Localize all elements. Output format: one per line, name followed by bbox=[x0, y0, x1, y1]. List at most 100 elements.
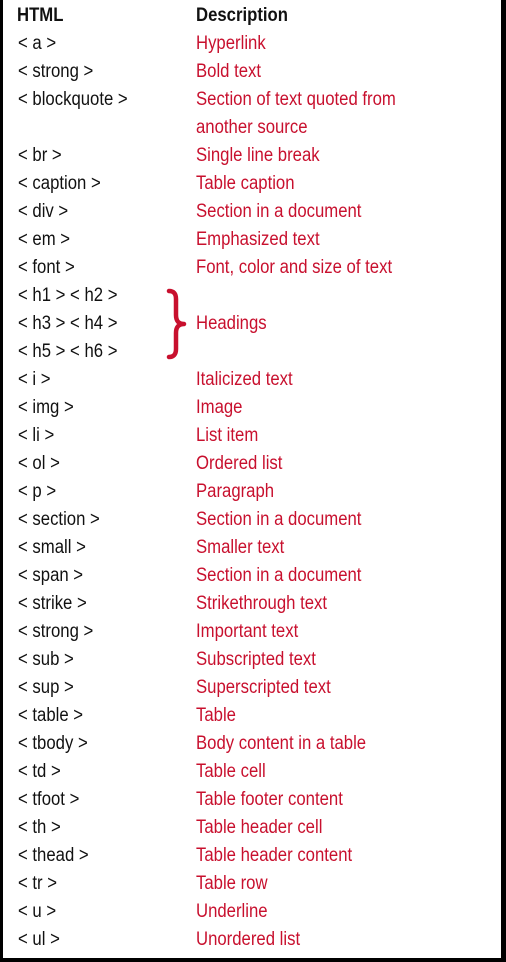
table-row: < strike > Strikethrough text bbox=[3, 591, 501, 619]
tag-description: Strikethrough text bbox=[196, 593, 328, 614]
table-row: < small > Smaller text bbox=[3, 535, 501, 563]
table-row: < br > Single line break bbox=[3, 143, 501, 171]
column-header-description: Description bbox=[196, 5, 288, 26]
tag-description: Section of text quoted from bbox=[196, 89, 396, 110]
html-tag: < ul > bbox=[18, 929, 60, 950]
table-row: < i > Italicized text bbox=[3, 367, 501, 395]
tag-description: Font, color and size of text bbox=[196, 257, 393, 278]
table-row: < img > Image bbox=[3, 395, 501, 423]
tag-description: Section in a document bbox=[196, 565, 362, 586]
tag-description: Body content in a table bbox=[196, 733, 367, 754]
tag-description: Table footer content bbox=[196, 789, 343, 810]
html-tag: < sub > bbox=[18, 649, 74, 670]
html-tag: < section > bbox=[18, 509, 100, 530]
table-row: < strong > Important text bbox=[3, 619, 501, 647]
tag-description: Table bbox=[196, 705, 236, 726]
tag-description: Table cell bbox=[196, 761, 266, 782]
table-row: < th > Table header cell bbox=[3, 815, 501, 843]
tag-description: Image bbox=[196, 397, 243, 418]
tag-description: Headings bbox=[196, 313, 267, 334]
table-row: < h3 > < h4 > Headings bbox=[3, 311, 501, 339]
table-row: < p > Paragraph bbox=[3, 479, 501, 507]
table-row: < ol > Ordered list bbox=[3, 451, 501, 479]
html-tag: < tr > bbox=[18, 873, 58, 894]
headings-brace-icon bbox=[166, 288, 187, 360]
column-header-html: HTML bbox=[17, 5, 64, 26]
table-row: < table > Table bbox=[3, 703, 501, 731]
html-tag-reference-table: HTML Description < a > Hyperlink < strong … bbox=[3, 0, 501, 958]
table-row: < font > Font, color and size of text bbox=[3, 255, 501, 283]
html-tag: < div > bbox=[18, 201, 69, 222]
tag-description: Single line break bbox=[196, 145, 320, 166]
tag-description: Subscripted text bbox=[196, 649, 316, 670]
tag-description: Table header cell bbox=[196, 817, 323, 838]
tag-description: Superscripted text bbox=[196, 677, 331, 698]
tag-description: another source bbox=[196, 117, 308, 138]
html-tag: < span > bbox=[18, 565, 84, 586]
html-tag: < td > bbox=[18, 761, 61, 782]
table-row: another source bbox=[3, 115, 501, 143]
table-row: < div > Section in a document bbox=[3, 199, 501, 227]
tag-description: Smaller text bbox=[196, 537, 285, 558]
html-tag: < li > bbox=[18, 425, 55, 446]
tag-description: Table caption bbox=[196, 173, 295, 194]
html-tag: < tfoot > bbox=[18, 789, 80, 810]
html-tag: < font > bbox=[18, 257, 75, 278]
table-row: < tfoot > Table footer content bbox=[3, 787, 501, 815]
html-tag: < p > bbox=[18, 481, 57, 502]
tag-description: Paragraph bbox=[196, 481, 275, 502]
html-tag: < a > bbox=[18, 33, 57, 54]
tag-description: Emphasized text bbox=[196, 229, 320, 250]
table-row: < sup > Superscripted text bbox=[3, 675, 501, 703]
table-row: < strong > Bold text bbox=[3, 59, 501, 87]
html-tag: < em > bbox=[18, 229, 71, 250]
html-tag: < table > bbox=[18, 705, 84, 726]
table-row: < u > Underline bbox=[3, 899, 501, 927]
table-row: < tbody > Body content in a table bbox=[3, 731, 501, 759]
tag-description: Ordered list bbox=[196, 453, 283, 474]
table-row: < h1 > < h2 > bbox=[3, 283, 501, 311]
tag-description: Bold text bbox=[196, 61, 262, 82]
tag-description: Important text bbox=[196, 621, 299, 642]
tag-description: Table row bbox=[196, 873, 268, 894]
table-row: < blockquote > Section of text quoted fro… bbox=[3, 87, 501, 115]
tag-description: Underline bbox=[196, 901, 268, 922]
html-tag: < small > bbox=[18, 537, 86, 558]
table-row: < h5 > < h6 > bbox=[3, 339, 501, 367]
tag-description: Table header content bbox=[196, 845, 353, 866]
table-row: < sub > Subscripted text bbox=[3, 647, 501, 675]
html-tag: < h3 > < h4 > bbox=[18, 313, 118, 334]
html-tag: < h1 > < h2 > bbox=[18, 285, 118, 306]
html-tag: < i > bbox=[18, 369, 51, 390]
html-tag: < ol > bbox=[18, 453, 60, 474]
table-header: HTML Description bbox=[3, 3, 501, 31]
table-row: < thead > Table header content bbox=[3, 843, 501, 871]
table-row: < ul > Unordered list bbox=[3, 927, 501, 955]
html-tag: < strong > bbox=[18, 621, 94, 642]
table-row: < a > Hyperlink bbox=[3, 31, 501, 59]
html-tag: < strong > bbox=[18, 61, 94, 82]
table-row: < td > Table cell bbox=[3, 759, 501, 787]
table-row: < caption > Table caption bbox=[3, 171, 501, 199]
tag-description: Section in a document bbox=[196, 509, 362, 530]
tag-description: Unordered list bbox=[196, 929, 301, 950]
html-tag: < blockquote > bbox=[18, 89, 128, 110]
html-tag: < u > bbox=[18, 901, 57, 922]
html-tag: < tbody > bbox=[18, 733, 88, 754]
table-row: < tr > Table row bbox=[3, 871, 501, 899]
html-tag: < br > bbox=[18, 145, 62, 166]
html-tag: < thead > bbox=[18, 845, 89, 866]
table-row: < em > Emphasized text bbox=[3, 227, 501, 255]
tag-description: Hyperlink bbox=[196, 33, 266, 54]
table-row: < span > Section in a document bbox=[3, 563, 501, 591]
tag-description: Italicized text bbox=[196, 369, 293, 390]
tag-description: List item bbox=[196, 425, 259, 446]
html-tag: < th > bbox=[18, 817, 61, 838]
html-tag: < caption > bbox=[18, 173, 101, 194]
tag-description: Section in a document bbox=[196, 201, 362, 222]
html-tag: < sup > bbox=[18, 677, 74, 698]
table-row: < li > List item bbox=[3, 423, 501, 451]
html-tag: < h5 > < h6 > bbox=[18, 341, 118, 362]
html-tag: < img > bbox=[18, 397, 74, 418]
html-tag: < strike > bbox=[18, 593, 87, 614]
